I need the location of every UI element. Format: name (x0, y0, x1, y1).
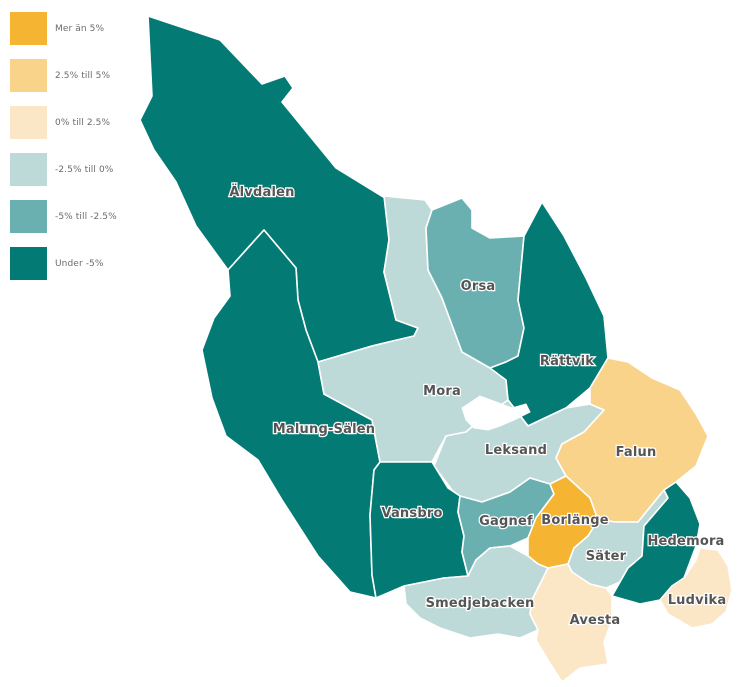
legend-swatch (10, 153, 47, 186)
legend-label: 2.5% till 5% (55, 70, 111, 81)
label-gagnef: Gagnef (479, 514, 533, 529)
label-avesta: Ludvika (668, 593, 727, 608)
region-smedjebacken[interactable] (529, 563, 613, 683)
legend-label: -2.5% till 0% (55, 164, 114, 175)
legend-item: 0% till 2.5% (10, 99, 117, 146)
legend-label: 0% till 2.5% (55, 117, 111, 128)
label-leksand: Leksand (485, 443, 547, 458)
legend-swatch (10, 106, 47, 139)
label-sater: Säter (586, 549, 627, 564)
legend-item: 2.5% till 5% (10, 52, 117, 99)
legend-swatch (10, 247, 47, 280)
legend-swatch (10, 12, 47, 45)
legend-label: Under -5% (55, 258, 104, 269)
lake-siljan (461, 395, 531, 431)
label-borlange: Borlänge (541, 513, 608, 528)
legend-item: Mer än 5% (10, 5, 117, 52)
legend-swatch (10, 200, 47, 233)
label-hedemora: Hedemora (647, 534, 724, 549)
label-malung: Malung-Sälen (273, 422, 375, 437)
label-ludvika: Smedjebacken (426, 596, 535, 611)
region-avesta[interactable] (659, 547, 733, 629)
label-smedjebacken: Avesta (570, 613, 621, 628)
legend-item: -2.5% till 0% (10, 146, 117, 193)
label-falun: Falun (616, 445, 657, 460)
legend: Mer än 5% 2.5% till 5% 0% till 2.5% -2.5… (10, 5, 117, 287)
label-mora: Mora (423, 384, 461, 399)
label-rattvik: Rättvik (540, 354, 594, 369)
legend-item: -5% till -2.5% (10, 193, 117, 240)
legend-label: Mer än 5% (55, 23, 105, 34)
label-orsa: Orsa (461, 279, 496, 294)
region-hedemora[interactable] (611, 481, 701, 605)
region-gagnef[interactable] (457, 477, 555, 577)
legend-label: -5% till -2.5% (55, 211, 117, 222)
legend-swatch (10, 59, 47, 92)
label-vansbro: Vansbro (381, 506, 442, 521)
legend-item: Under -5% (10, 240, 117, 287)
label-alvdalen: Älvdalen (229, 184, 294, 200)
